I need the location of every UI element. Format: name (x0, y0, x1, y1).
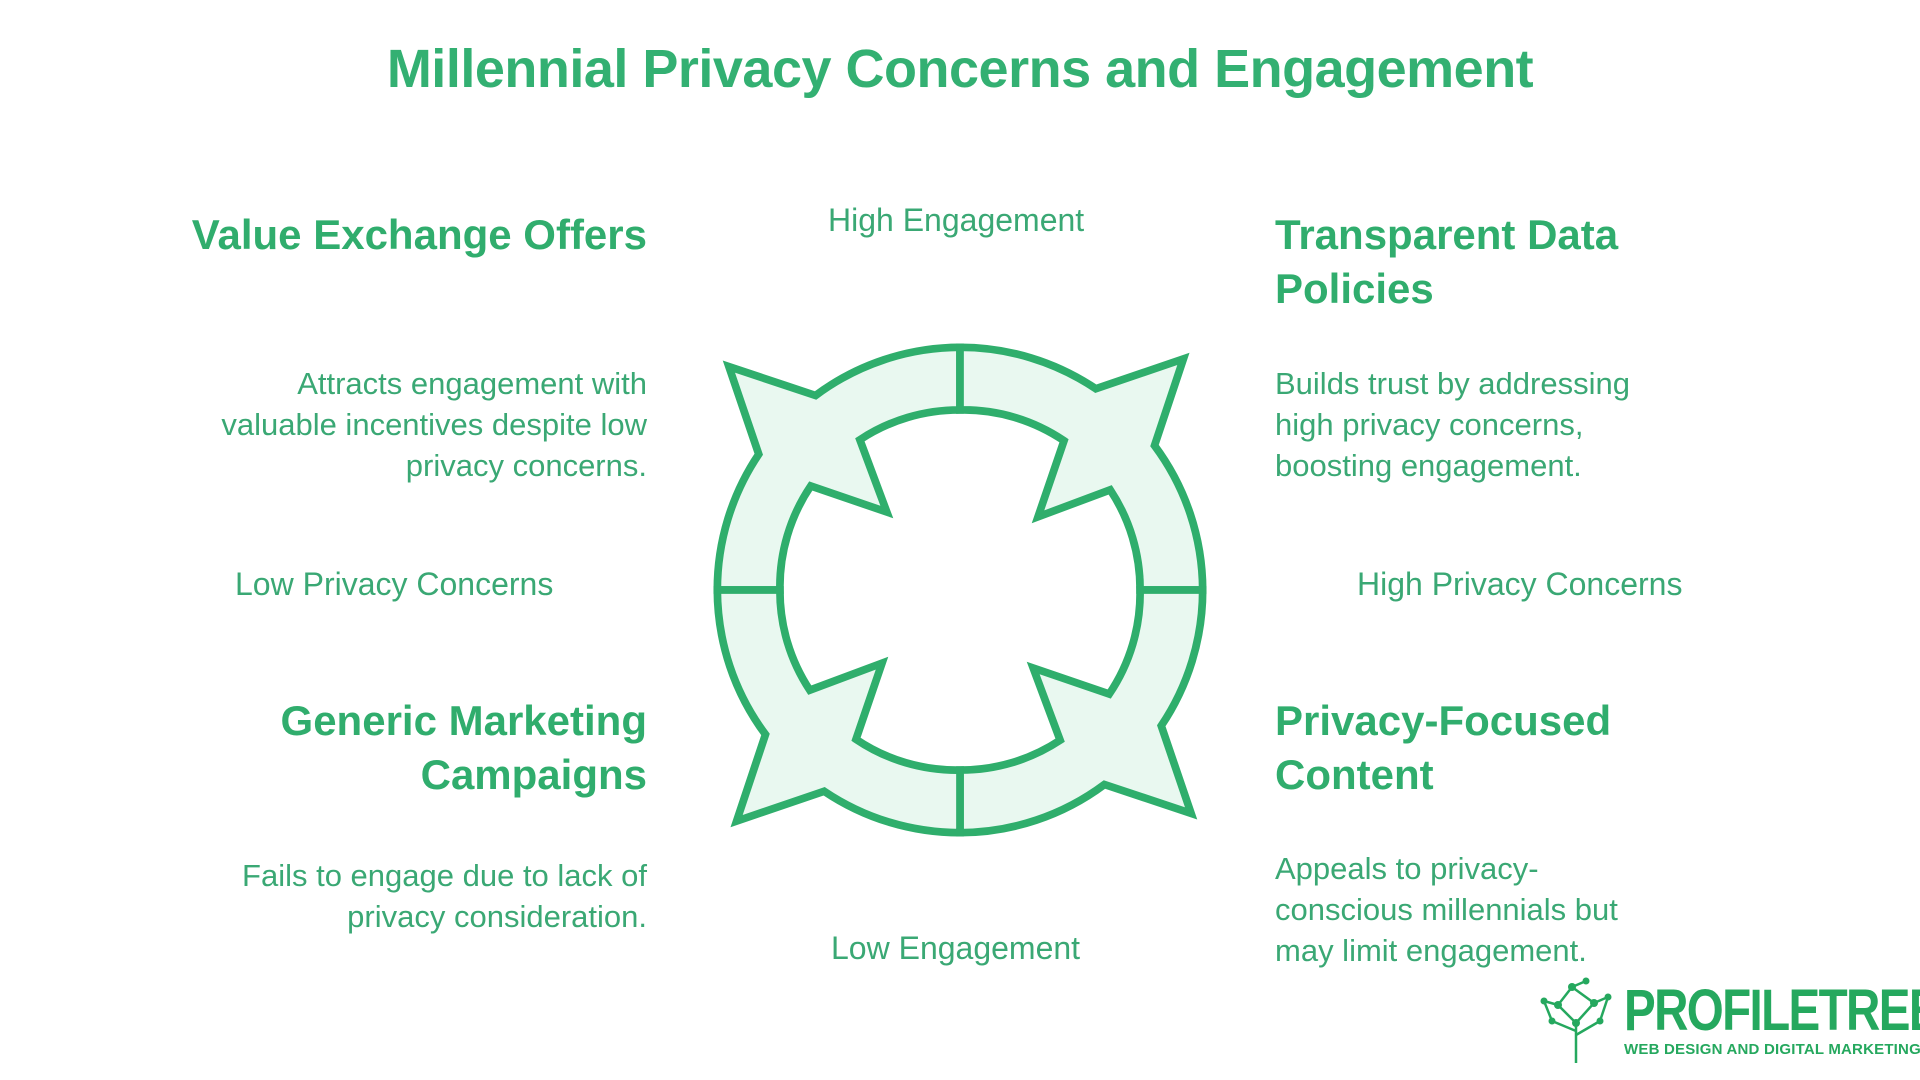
quadrant-arrow-top-right (956, 343, 1207, 594)
cycle-arrows-diagram (713, 343, 1207, 837)
axis-label-low-privacy: Low Privacy Concerns (235, 566, 554, 602)
quadrant-title-bottom-left: Generic Marketing Campaigns (280, 697, 647, 798)
quadrant-arrow-bottom-right (956, 586, 1207, 837)
quadrant-title-bottom-right: Privacy-Focused Content (1275, 697, 1612, 798)
logo-wordmark: PROFILETREE (1624, 978, 1920, 1043)
page-title: Millennial Privacy Concerns and Engageme… (386, 39, 1534, 99)
quadrant-desc-bottom-left: Fails to engage due to lack of privacy c… (242, 858, 647, 934)
tree-network-icon (1540, 977, 1612, 1063)
profiletree-logo: PROFILETREE WEB DESIGN AND DIGITAL MARKE… (1538, 975, 1920, 1065)
quadrant-arrow-top-left (713, 343, 964, 594)
quadrant-desc-bottom-right: Appeals to privacy-conscious millennials… (1275, 851, 1618, 968)
quadrant-desc-top-left: Attracts engagement with valuable incent… (221, 366, 647, 483)
axis-label-low-engagement: Low Engagement (831, 930, 1081, 966)
quadrant-title-top-right: Transparent Data Policies (1275, 211, 1619, 312)
quadrant-arrow-bottom-left (713, 586, 964, 837)
quadrant-desc-top-right: Builds trust by addressing high privacy … (1275, 366, 1630, 483)
axis-label-high-privacy: High Privacy Concerns (1357, 566, 1683, 602)
logo-tagline: WEB DESIGN AND DIGITAL MARKETING (1624, 1041, 1920, 1058)
axis-label-high-engagement: High Engagement (828, 202, 1085, 238)
quadrant-title-top-left: Value Exchange Offers (191, 211, 647, 258)
